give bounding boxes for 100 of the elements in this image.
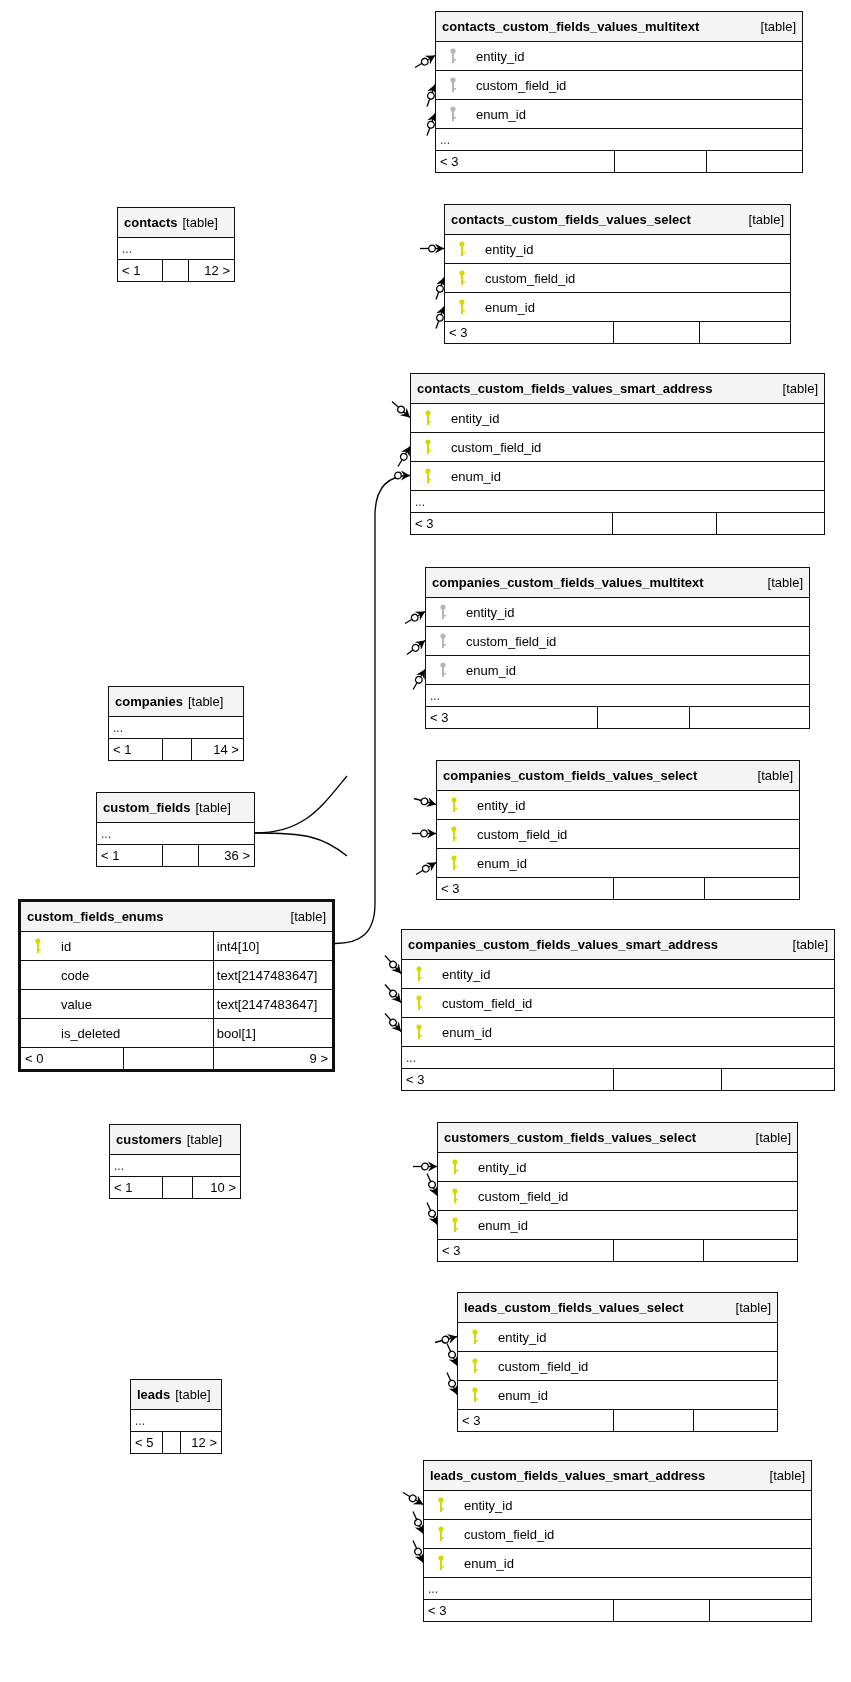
relationship-line — [412, 1510, 425, 1535]
relationship-line — [419, 242, 445, 255]
column-type: int4[10] — [216, 938, 260, 954]
table-box — [96, 792, 255, 867]
column-name: enum_id — [466, 662, 516, 678]
table-box — [410, 373, 825, 535]
column-name: entity_id — [464, 1497, 513, 1513]
table-name: companies_custom_fields_values_multitext — [432, 575, 704, 590]
row-count: < 3 — [415, 516, 434, 531]
table-box — [109, 1124, 241, 1199]
relationship-line — [404, 610, 426, 625]
row-count: < 3 — [441, 881, 460, 896]
row-count: 12 > — [191, 1435, 217, 1450]
table-tag: [table] — [760, 19, 796, 34]
row-count: < 1 — [122, 263, 141, 278]
table-box — [457, 1292, 778, 1432]
column-name: custom_field_id — [476, 77, 567, 93]
relationship-line — [446, 1342, 459, 1367]
table-name: contacts_custom_fields_values_select — [451, 212, 691, 227]
table-name: companies_custom_fields_values_select — [443, 768, 698, 783]
row-count: < 3 — [449, 325, 468, 340]
table-name: contacts_custom_fields_values_multitext — [442, 19, 700, 34]
table-tag: [table] — [175, 1387, 211, 1402]
table-name: contacts_custom_fields_values_smart_address — [417, 381, 713, 396]
relationship-line — [334, 470, 411, 945]
column-name: custom_field_id — [464, 1526, 555, 1542]
table-tag: [table] — [769, 1468, 805, 1483]
row-count: < 1 — [113, 742, 132, 757]
row-count: < 0 — [25, 1051, 44, 1066]
row-count: 14 > — [213, 742, 239, 757]
column-type: bool[1] — [216, 1025, 256, 1041]
table-box — [18, 899, 335, 1072]
column-name: entity_id — [498, 1329, 547, 1345]
column-name: custom_field_id — [485, 270, 576, 286]
column-name: entity_id — [478, 1159, 527, 1175]
row-count: < 1 — [101, 848, 120, 863]
column-name: is_deleted — [61, 1025, 121, 1041]
table-tag: [table] — [748, 212, 784, 227]
ellipsis-text: ... — [113, 1158, 124, 1173]
relationship-line — [406, 639, 426, 656]
relationship-line — [384, 954, 402, 975]
table-box — [437, 1122, 798, 1262]
table-name: customers_custom_fields_values_select — [444, 1130, 697, 1145]
table-tag: [table] — [187, 694, 224, 709]
row-count: < 3 — [442, 1243, 461, 1258]
column-name: enum_id — [476, 106, 526, 122]
table-box — [425, 567, 810, 729]
table-box — [117, 207, 235, 282]
table-box — [436, 760, 800, 900]
row-count: < 3 — [430, 710, 449, 725]
relationship-line — [384, 983, 402, 1004]
table-tag: [table] — [755, 1130, 791, 1145]
column-name: enum_id — [477, 855, 527, 871]
table-tag: [table] — [182, 215, 218, 230]
column-name: entity_id — [451, 410, 500, 426]
relationship-line — [412, 668, 426, 691]
column-name: custom_field_id — [451, 439, 542, 455]
relationship-line — [415, 861, 437, 876]
column-name: entity_id — [442, 966, 491, 982]
table-tag: [table] — [735, 1300, 771, 1315]
column-name: enum_id — [451, 468, 501, 484]
table-tag: [table] — [290, 909, 326, 924]
ellipsis-text: ... — [427, 1581, 438, 1596]
column-name: custom_field_id — [477, 826, 568, 842]
ellipsis-text: ... — [121, 241, 132, 256]
relationship-line — [402, 1491, 424, 1506]
table-name: custom_fields — [103, 800, 191, 815]
relationship-line — [384, 1012, 402, 1033]
table-tag: [table] — [195, 800, 231, 815]
ellipsis-text: ... — [134, 1413, 145, 1428]
column-name: enum_id — [485, 299, 535, 315]
table-name: contacts — [124, 215, 178, 230]
ellipsis-text: ... — [429, 688, 440, 703]
ellipsis-text: ... — [414, 494, 425, 509]
column-name: value — [61, 996, 93, 1012]
column-name: entity_id — [466, 604, 515, 620]
row-count: < 5 — [135, 1435, 154, 1450]
table-tag: [table] — [186, 1132, 223, 1147]
relationship-line — [414, 54, 436, 69]
column-name: entity_id — [485, 241, 534, 257]
table-name: companies_custom_fields_values_smart_address — [408, 937, 718, 952]
table-name: companies — [115, 694, 183, 709]
relationship-line — [426, 1172, 439, 1197]
column-name: enum_id — [498, 1387, 548, 1403]
table-name: leads_custom_fields_values_select — [464, 1300, 684, 1315]
table-name: leads — [137, 1387, 171, 1402]
relationship-line — [397, 445, 411, 468]
table-name: custom_fields_enums — [27, 909, 164, 924]
column-name: entity_id — [477, 797, 526, 813]
column-name: enum_id — [464, 1555, 514, 1571]
row-count: 9 > — [309, 1051, 328, 1066]
relationship-line — [426, 1201, 439, 1226]
table-tag: [table] — [792, 937, 828, 952]
table-box — [108, 686, 244, 761]
column-name: custom_field_id — [442, 995, 533, 1011]
ellipsis-text: ... — [439, 132, 450, 147]
column-type: text[2147483647] — [216, 967, 318, 983]
relationship-line — [413, 796, 437, 808]
table-box — [435, 11, 803, 173]
table-tag: [table] — [767, 575, 803, 590]
